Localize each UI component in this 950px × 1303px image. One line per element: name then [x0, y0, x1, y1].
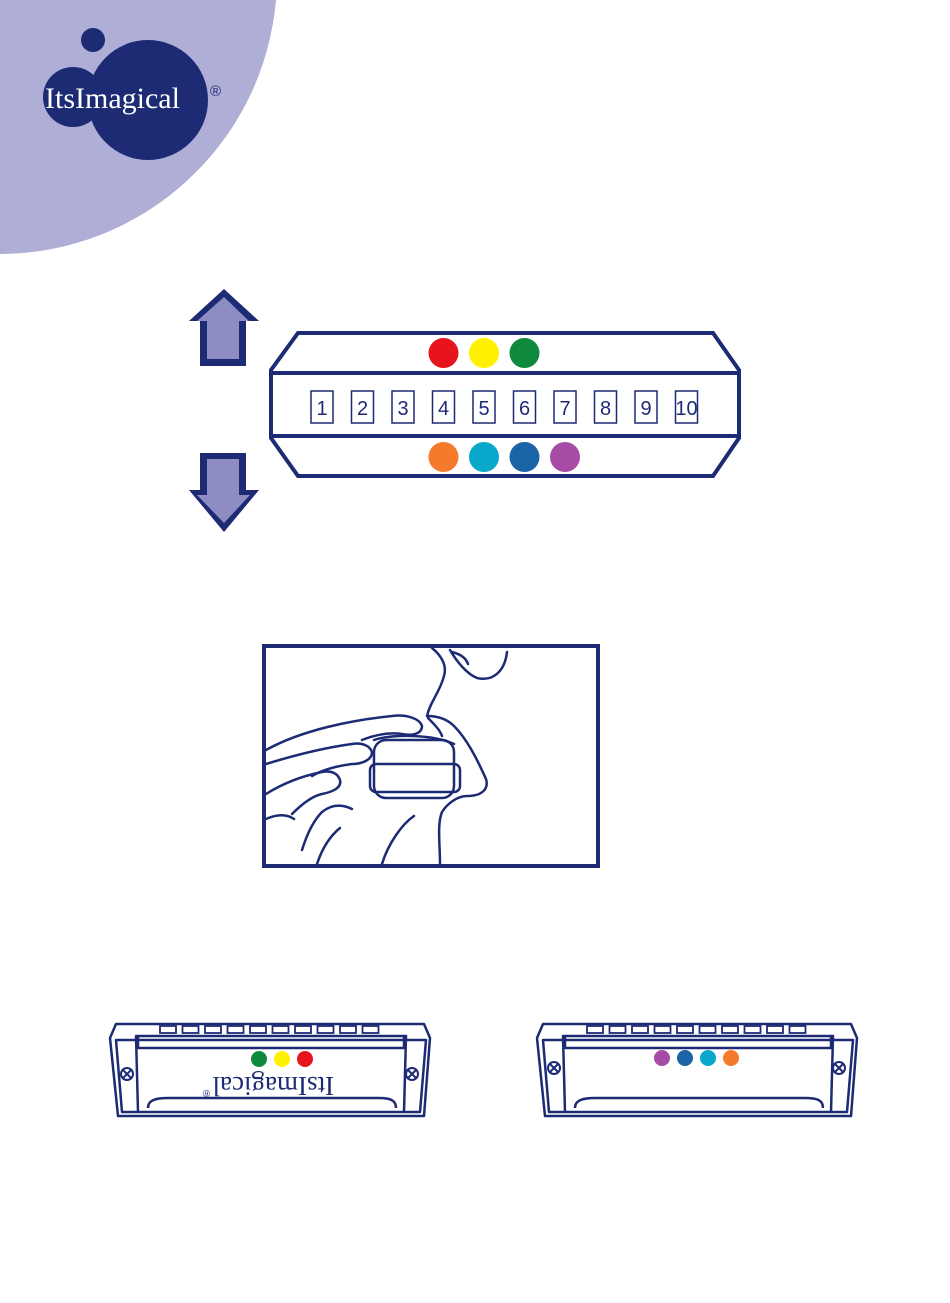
harmonica-dot	[700, 1050, 716, 1066]
comb-slot	[610, 1026, 626, 1033]
comb-slot	[273, 1026, 289, 1033]
illustration-frame	[264, 646, 598, 866]
blow-dot	[429, 338, 459, 368]
comb-slot	[363, 1026, 379, 1033]
harmonica-dot	[274, 1051, 290, 1067]
comb-slot	[295, 1026, 311, 1033]
comb-slot	[767, 1026, 783, 1033]
hole-number: 1	[316, 398, 327, 420]
hole-number: 7	[559, 398, 570, 420]
top-dots	[429, 338, 540, 368]
screw-left-icon	[121, 1068, 133, 1080]
logo-text: ItsImagical	[45, 82, 180, 115]
harmonica-left-dots	[251, 1051, 313, 1067]
comb-slot	[632, 1026, 648, 1033]
diagram-outline	[271, 333, 739, 476]
harmonica-left: ItsImagical ®	[108, 1018, 434, 1122]
comb-slot	[745, 1026, 761, 1033]
harmonica-left-logo-mark: ®	[202, 1087, 210, 1098]
hole-number: 9	[640, 398, 651, 420]
comb-slot	[183, 1026, 199, 1033]
arrow-up-icon	[189, 289, 259, 366]
playing-illustration	[262, 644, 600, 868]
logo-small-dot	[81, 28, 105, 52]
hole-number: 8	[600, 398, 611, 420]
draw-dot	[550, 442, 580, 472]
blow-dot	[510, 338, 540, 368]
comb-slot	[790, 1026, 806, 1033]
comb-slot	[340, 1026, 356, 1033]
draw-dot	[469, 442, 499, 472]
comb-slot	[587, 1026, 603, 1033]
comb-slot	[318, 1026, 334, 1033]
logo-registered-mark: ®	[210, 83, 221, 100]
hole-number: 3	[397, 398, 408, 420]
hole-number: 10	[675, 398, 697, 420]
harmonica-dot	[677, 1050, 693, 1066]
arrows-column	[185, 285, 270, 540]
comb-slot	[655, 1026, 671, 1033]
screw-left-icon	[548, 1062, 560, 1074]
blow-dot	[469, 338, 499, 368]
comb-slot	[722, 1026, 738, 1033]
harmonica-right	[535, 1018, 861, 1122]
harmonica-dot	[297, 1051, 313, 1067]
harmonica-left-logo: ItsImagical ®	[202, 1071, 334, 1101]
comb-slot	[160, 1026, 176, 1033]
draw-dot	[429, 442, 459, 472]
screw-right-icon	[406, 1068, 418, 1080]
draw-dot	[510, 442, 540, 472]
comb-slot	[677, 1026, 693, 1033]
comb-slot	[700, 1026, 716, 1033]
harmonica-left-logo-text: ItsImagical	[213, 1071, 334, 1101]
hole-number: 5	[478, 398, 489, 420]
comb-slot	[250, 1026, 266, 1033]
comb-slot	[205, 1026, 221, 1033]
arrow-down-icon	[189, 453, 259, 532]
hole-number: 4	[438, 398, 449, 420]
logo-corner: ItsImagical ®	[0, 0, 300, 260]
hole-number: 6	[519, 398, 530, 420]
harmonica-hole-diagram: 1 2 3 4 5 6 7 8 9 10	[268, 330, 742, 480]
hole-number: 2	[357, 398, 368, 420]
comb-slot	[228, 1026, 244, 1033]
harmonica-dot	[654, 1050, 670, 1066]
screw-right-icon	[833, 1062, 845, 1074]
harmonica-dot	[251, 1051, 267, 1067]
harmonica-dot	[723, 1050, 739, 1066]
